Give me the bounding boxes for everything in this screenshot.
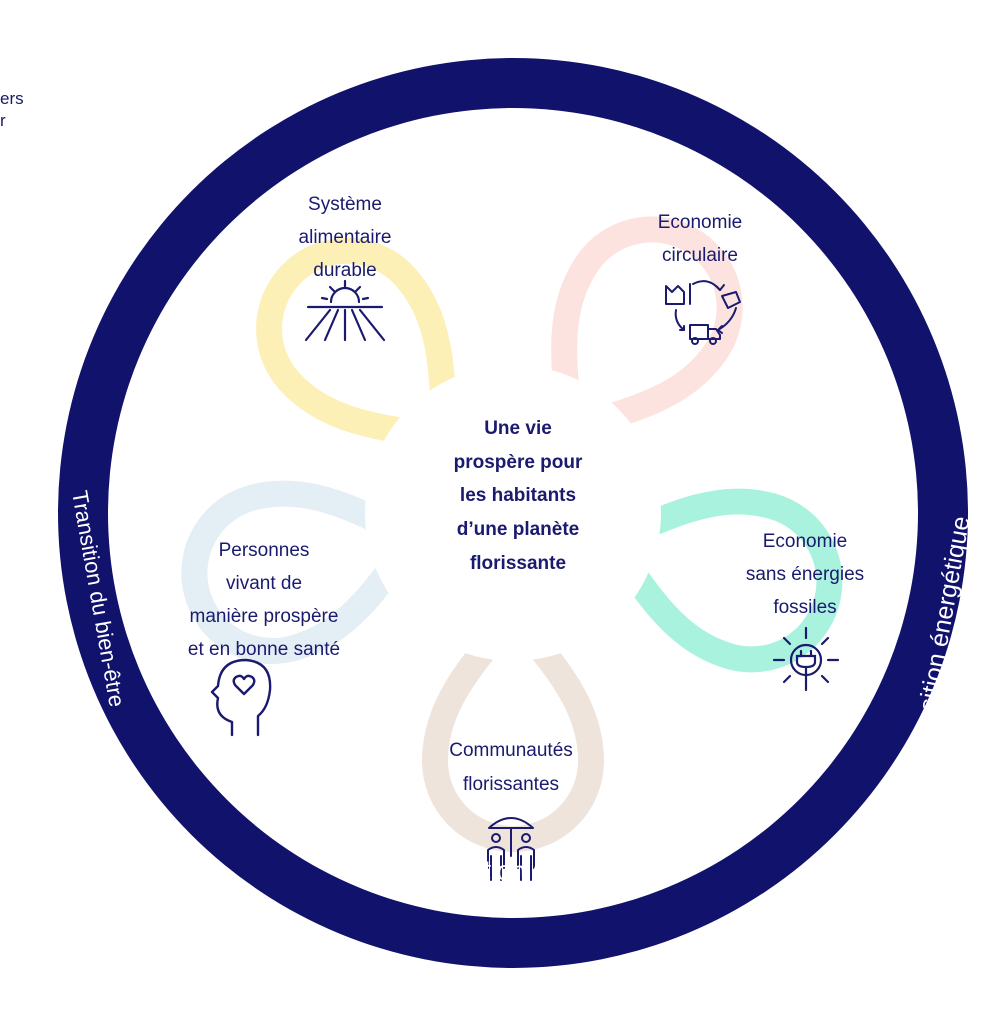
people-umbrella-icon bbox=[487, 817, 535, 881]
sun-field-icon bbox=[304, 279, 386, 342]
petal-societal-shape bbox=[422, 603, 604, 852]
petal-food-line-2: alimentaire bbox=[299, 227, 392, 248]
petal-energy-line-1: Economie bbox=[763, 531, 848, 552]
petal-wellbeing bbox=[181, 480, 427, 664]
petal-food-line-3: durable bbox=[313, 260, 376, 281]
petal-wellbeing-line-3: manière prospère bbox=[190, 606, 339, 627]
center-disc bbox=[365, 365, 661, 661]
edge-text-fragment: ers r bbox=[0, 89, 24, 130]
petal-energy bbox=[599, 488, 843, 673]
petal-societal-line-2: florissantes bbox=[463, 774, 559, 795]
circular-economy-icon bbox=[665, 280, 741, 345]
petal-food-line-1: Système bbox=[308, 194, 382, 215]
petal-resources-shape bbox=[551, 216, 743, 441]
petal-food-shape bbox=[256, 237, 458, 450]
plug-sun-icon bbox=[772, 626, 840, 692]
petal-energy-line-3: fossiles bbox=[773, 597, 836, 618]
petal-societal-line-1: Communautés bbox=[449, 740, 573, 761]
petal-food bbox=[256, 237, 458, 450]
head-heart-icon bbox=[210, 658, 272, 737]
petal-wellbeing-line-2: vivant de bbox=[226, 573, 302, 594]
center-line-3: les habitants bbox=[460, 485, 576, 506]
petal-energy-line-2: sans énergies bbox=[746, 564, 864, 585]
center-line-1: Une vie bbox=[484, 418, 552, 439]
center-line-5: florissante bbox=[470, 553, 566, 574]
petal-wellbeing-line-4: et en bonne santé bbox=[188, 639, 340, 660]
petal-wellbeing-line-1: Personnes bbox=[219, 540, 310, 561]
petal-wellbeing-shape bbox=[181, 480, 427, 664]
petal-resources bbox=[551, 216, 743, 441]
center-line-2: prospère pour bbox=[454, 452, 583, 473]
petal-resources-line-2: circulaire bbox=[662, 245, 738, 266]
petal-resources-line-1: Economie bbox=[658, 212, 743, 233]
center-line-4: d’une planète bbox=[457, 519, 579, 540]
petal-energy-shape bbox=[599, 488, 843, 673]
petal-societal bbox=[422, 603, 604, 852]
